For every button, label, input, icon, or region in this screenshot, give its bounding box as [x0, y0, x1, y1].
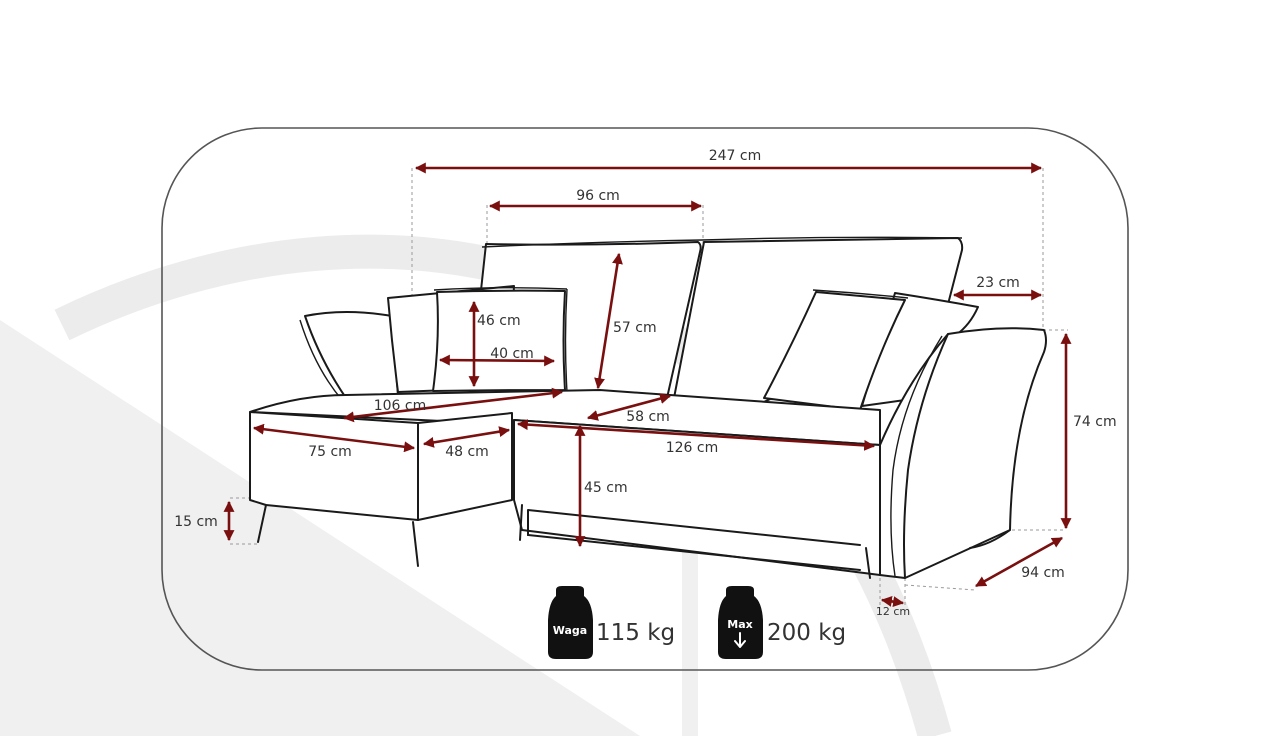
label-chaise-seat: 48 cm: [445, 444, 489, 460]
label-pillow-height: 46 cm: [477, 313, 521, 329]
leg: [412, 521, 419, 567]
label-back-height: 57 cm: [613, 320, 657, 336]
sofa-outline: [249, 236, 1047, 579]
leg: [519, 504, 523, 541]
left-pillow: [432, 289, 566, 392]
label-pillow-width: 40 cm: [490, 346, 534, 362]
label-leg-height: 15 cm: [174, 514, 218, 530]
label-armrest-width: 23 cm: [976, 275, 1020, 291]
label-seat-width: 126 cm: [666, 440, 719, 456]
label-seat-height: 45 cm: [584, 480, 628, 496]
dimension-lines: [223, 162, 1072, 608]
label-back-cushion-width: 96 cm: [576, 188, 620, 204]
weight-icon: [548, 586, 593, 659]
weight-indicator: Waga 115 kg: [548, 586, 675, 659]
dimension-labels: 247 cm 96 cm 23 cm 57 cm 46 cm 40 cm 106…: [174, 148, 1116, 618]
label-seat-depth: 58 cm: [626, 409, 670, 425]
max-load-indicator: Max 200 kg: [718, 586, 846, 659]
arrow-down-icon: [734, 632, 746, 648]
left-armrest: [304, 311, 399, 399]
label-chaise-width: 75 cm: [308, 444, 352, 460]
leg: [865, 547, 871, 579]
max-load-icon: [718, 586, 763, 659]
label-total-height: 74 cm: [1073, 414, 1117, 430]
guide-lines: [230, 168, 1068, 605]
label-total-width: 247 cm: [709, 148, 762, 164]
max-load-icon-label: Max: [727, 618, 752, 631]
right-armrest: [879, 327, 1047, 579]
weight-value: 115 kg: [596, 620, 675, 646]
weight-icon-label: Waga: [553, 624, 587, 637]
label-total-depth: 94 cm: [1021, 565, 1065, 581]
max-load-value: 200 kg: [767, 620, 846, 646]
label-leg-inset: 12 cm: [876, 605, 910, 618]
chaise-side: [417, 412, 513, 521]
frame: [161, 127, 1129, 671]
label-chaise-depth: 106 cm: [374, 398, 427, 414]
chaise-front: [249, 411, 419, 521]
leg: [257, 504, 267, 543]
